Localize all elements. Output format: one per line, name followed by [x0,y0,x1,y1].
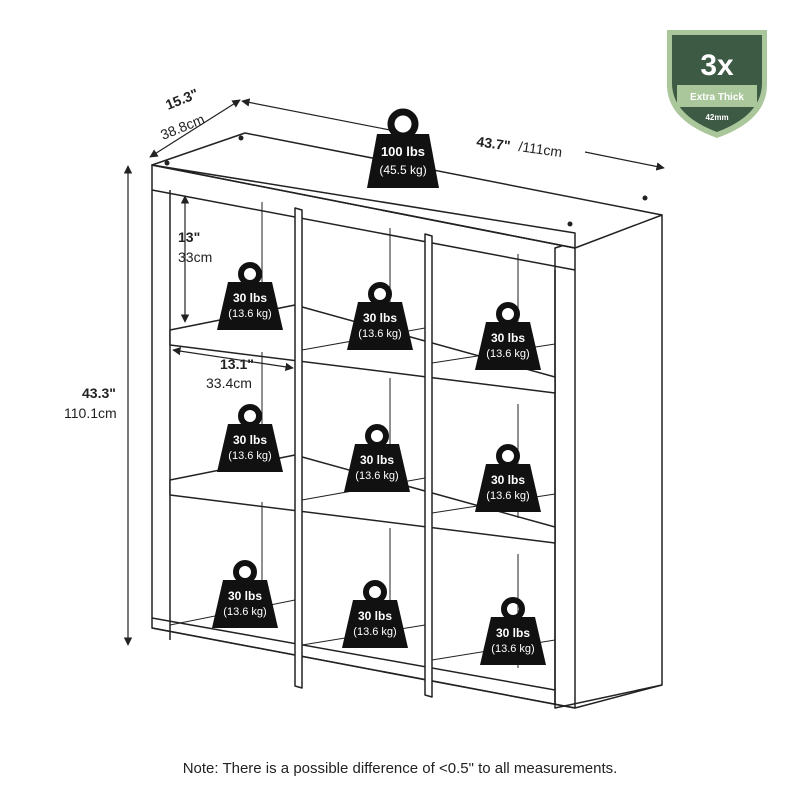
cube-load-lbs: 30 lbs [233,291,267,305]
cube-load-weight-icon: 30 lbs (13.6 kg) [475,302,541,370]
measurement-note: Note: There is a possible difference of … [182,760,618,777]
dimension-lines [123,98,665,646]
cube-height-cm-label: 33cm [178,249,212,265]
cube-load-kg: (13.6 kg) [486,490,529,502]
shelf-right-side [554,214,663,709]
cube-load-lbs: 30 lbs [491,473,525,487]
cube-load-weight-icon: 30 lbs (13.6 kg) [342,580,408,648]
height-cm-label: 110.1cm [64,405,117,421]
cube-load-lbs: 30 lbs [496,626,530,640]
cube-load-weight-icon: 30 lbs (13.6 kg) [347,282,413,350]
shelf-top-edge [151,164,576,249]
cube-load-lbs: 30 lbs [358,609,392,623]
width-inches-label: 43.7" [476,133,512,154]
width-dimension-line-left [241,98,391,131]
cube-load-weight-icon: 30 lbs (13.6 kg) [217,262,283,330]
cube-width-inches-label: 13.1" [220,356,254,372]
cube-load-weight-icon: 30 lbs (13.6 kg) [475,444,541,512]
cube-load-lbs: 30 lbs [491,331,525,345]
cube-load-kg: (13.6 kg) [228,450,271,462]
badge-label: Extra Thick [690,92,744,103]
cube-width-dimension-line [172,346,294,372]
cube-width-cm-label: 33.4cm [206,375,252,391]
depth-cm-label: 38.8cm [158,111,207,143]
cube-height-inches-label: 13" [178,229,200,245]
cube-load-kg: (13.6 kg) [491,643,534,655]
cube-load-kg: (13.6 kg) [358,328,401,340]
depth-inches-label: 15.3" [163,85,200,113]
cube-load-weight-icon: 30 lbs (13.6 kg) [217,404,283,472]
cube-load-lbs: 30 lbs [228,589,262,603]
cube-load-kg: (13.6 kg) [353,626,396,638]
badge-thickness: 42mm [705,113,728,122]
badge-multiplier: 3x [700,49,734,82]
cube-load-kg: (13.6 kg) [486,348,529,360]
badge-ribbon [677,85,757,107]
cube-load-weight-icon: 30 lbs (13.6 kg) [480,597,546,665]
divider-1 [294,207,303,689]
top-load-lbs: 100 lbs [381,144,425,159]
cube-load-weight-icon: 30 lbs (13.6 kg) [344,424,410,492]
cube-load-weight-icon: 30 lbs (13.6 kg) [212,560,278,628]
width-dimension-line-right [584,151,665,171]
top-load-kg: (45.5 kg) [379,163,426,177]
cube-load-kg: (13.6 kg) [228,308,271,320]
width-cm-label: /111cm [518,138,564,160]
cube-load-kg: (13.6 kg) [355,470,398,482]
cube-load-lbs: 30 lbs [363,311,397,325]
top-load-weight-icon: 100 lbs (45.5 kg) [367,108,439,188]
cube-load-kg: (13.6 kg) [223,606,266,618]
depth-dimension-line [149,99,241,158]
divider-2 [424,233,433,698]
badge-shield-inner [672,35,762,132]
dimension-labels: 15.3" 38.8cm 43.7" /111cm 43.3" 110.1cm … [64,85,563,421]
height-inches-label: 43.3" [82,385,116,401]
cube-load-lbs: 30 lbs [360,453,394,467]
cube-load-lbs: 30 lbs [233,433,267,447]
extra-thick-badge: 3x Extra Thick 42mm [667,30,767,138]
cube-load-weights: 30 lbs (13.6 kg) 30 lbs (13.6 kg) 30 lbs (13.… [212,262,546,665]
